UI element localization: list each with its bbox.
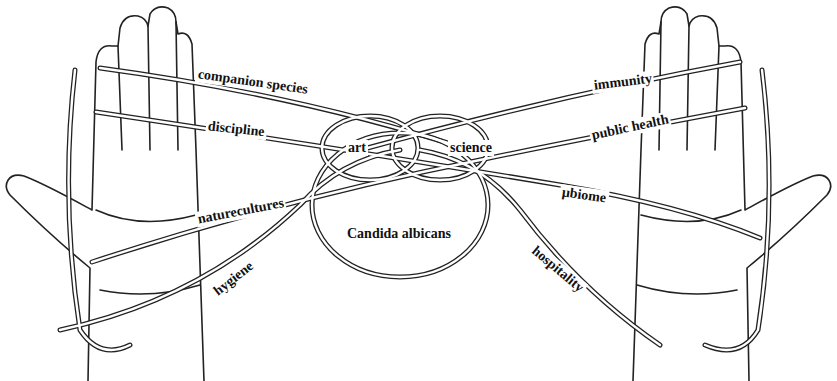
string-label: μbiome — [559, 184, 609, 207]
string-label: naturecultures — [194, 195, 287, 228]
string-label: hospitality — [527, 242, 589, 297]
string-label: science — [448, 140, 494, 156]
string-label: hygiene — [209, 257, 258, 300]
string-label: Candida albicans — [345, 226, 453, 242]
string-label: art — [346, 140, 368, 156]
string-label: discipline — [205, 118, 267, 140]
left-hand — [6, 7, 204, 381]
